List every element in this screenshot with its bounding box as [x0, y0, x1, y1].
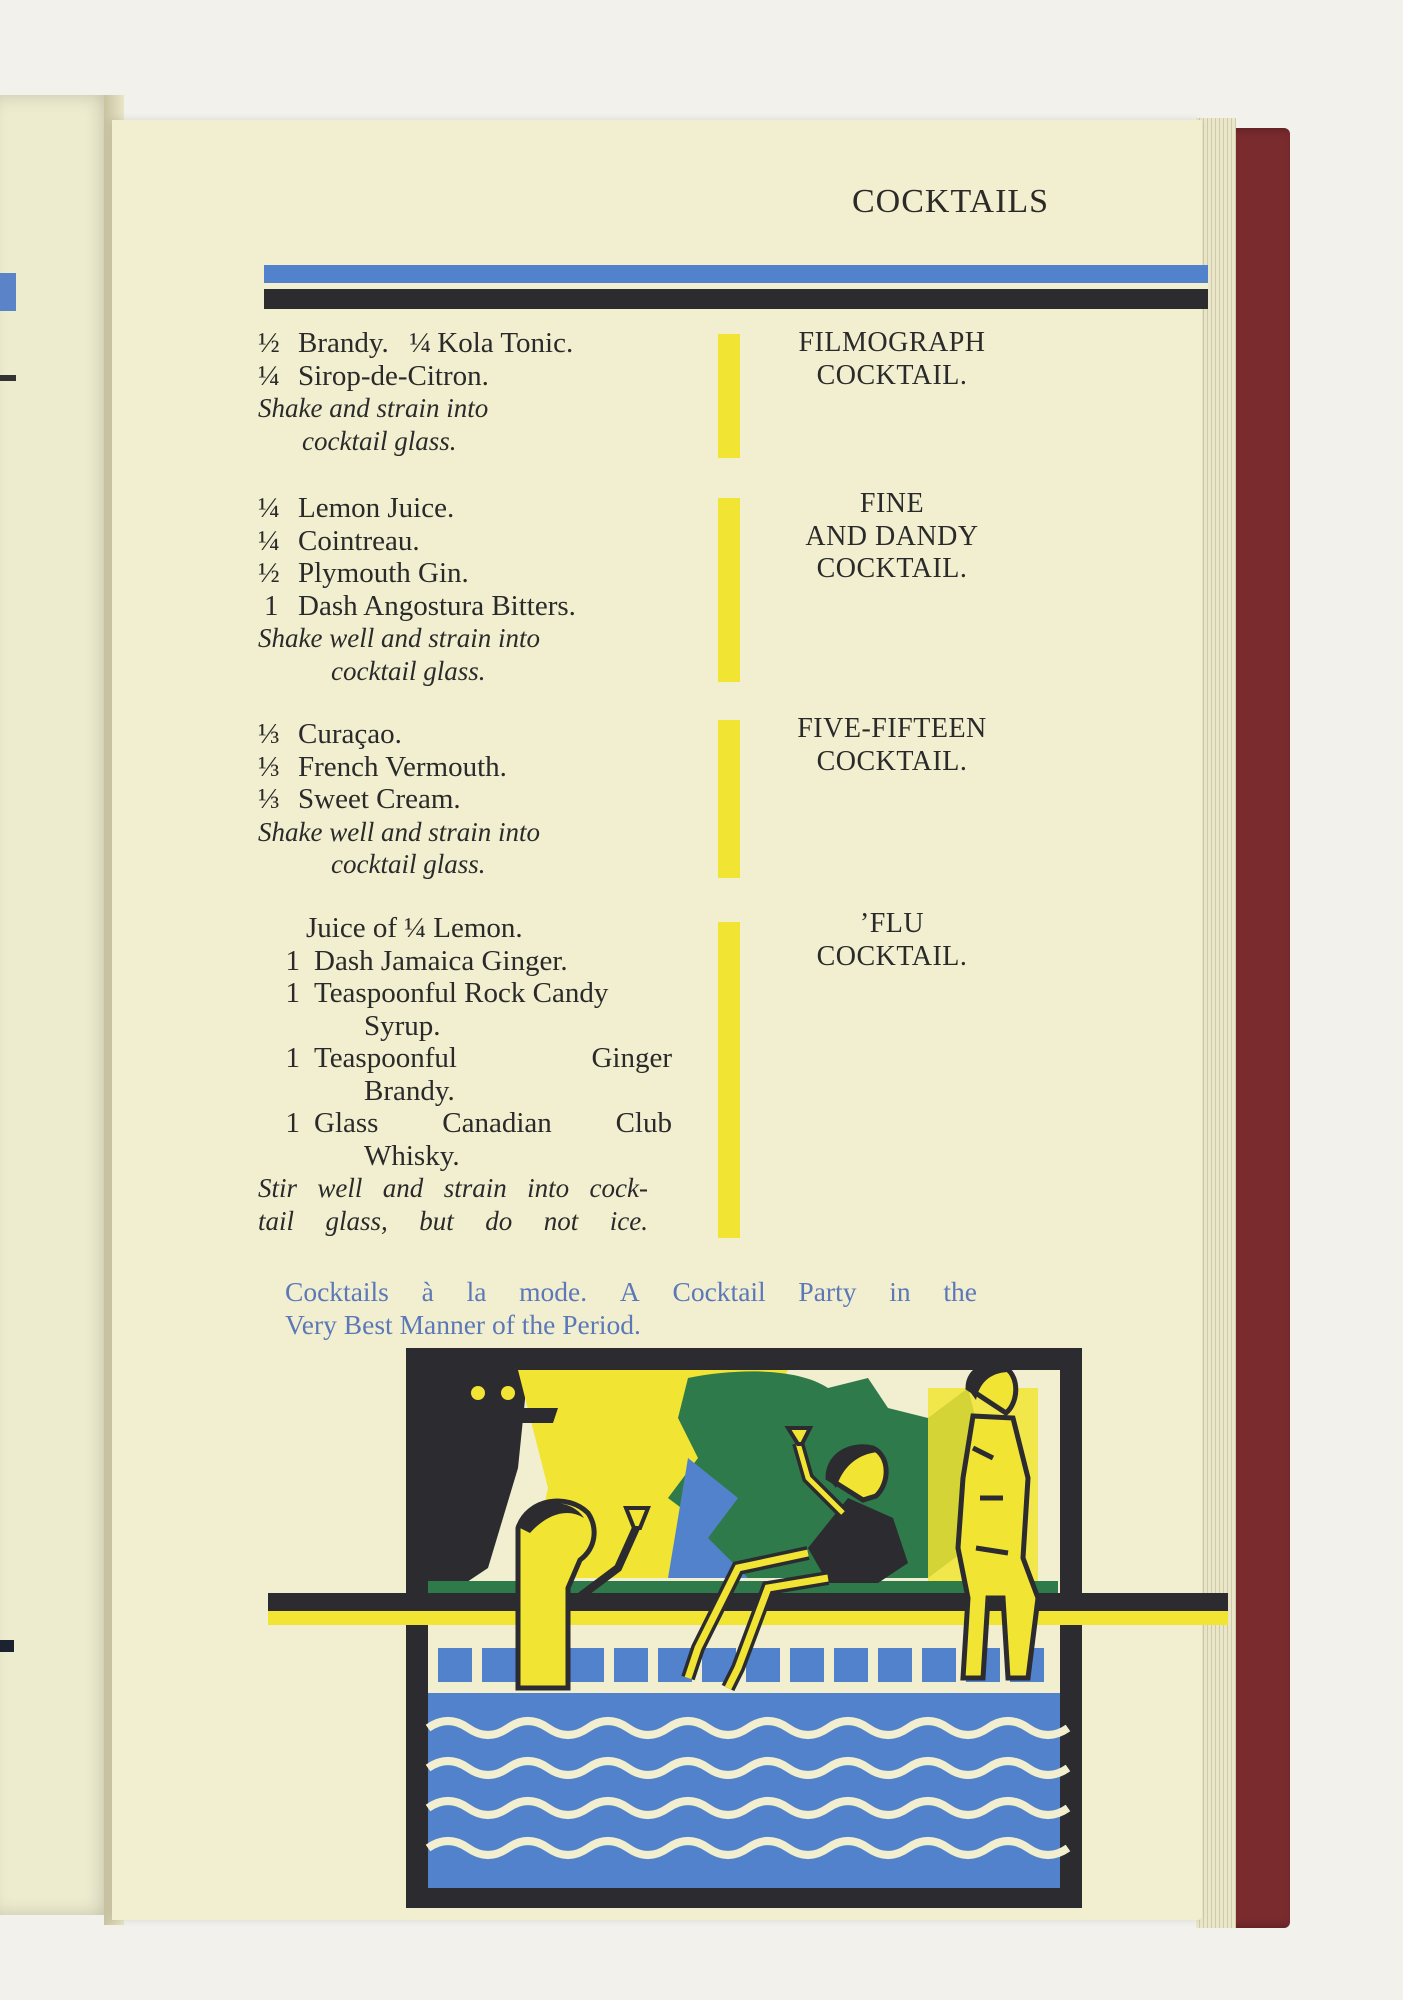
- recipe-title-filmograph: FILMOGRAPH COCKTAIL.: [798, 327, 986, 391]
- instruction-line: cocktail glass.: [331, 849, 486, 879]
- ingredient-line: Brandy.: [364, 1074, 455, 1107]
- yellow-divider-bar: [718, 498, 740, 682]
- instruction-line: Shake well and strain into: [258, 816, 540, 847]
- instruction-line: Shake well and strain into: [258, 623, 540, 653]
- recipe-title-fine-and-dandy: FINE AND DANDY COCKTAIL.: [805, 488, 979, 584]
- header-rule-black: [264, 283, 1208, 309]
- yellow-divider-bar: [718, 334, 740, 458]
- yellow-divider-bar: [718, 720, 740, 878]
- instruction-line: cocktail glass.: [331, 655, 486, 686]
- ingredient-line: Juice of ¼ Lemon.: [306, 912, 523, 944]
- pool-party-woodcut-icon: [268, 1348, 1228, 1908]
- instruction-line: Shake and strain into: [258, 393, 489, 423]
- left-page-blue-strip: [0, 273, 16, 311]
- ingredient-line: Whisky.: [364, 1139, 460, 1172]
- ingredient-line: Syrup.: [364, 1009, 441, 1042]
- left-page-dark-strip: [0, 375, 16, 381]
- left-page: [0, 95, 112, 1915]
- yellow-divider-bar: [718, 922, 740, 1238]
- recipe-title-five-fifteen: FIVE-FIFTEEN COCKTAIL.: [797, 713, 987, 777]
- left-page-bottom-strip: [0, 1640, 14, 1652]
- caption-line-2: Very Best Manner of the Period.: [285, 1308, 641, 1340]
- running-header: COCKTAILS: [852, 183, 1050, 220]
- instruction-line: cocktail glass.: [302, 425, 457, 456]
- header-rule-blue: [264, 265, 1208, 283]
- page-edges: [1196, 118, 1236, 1928]
- recipe-title-flu: ’FLU COCKTAIL.: [816, 908, 968, 972]
